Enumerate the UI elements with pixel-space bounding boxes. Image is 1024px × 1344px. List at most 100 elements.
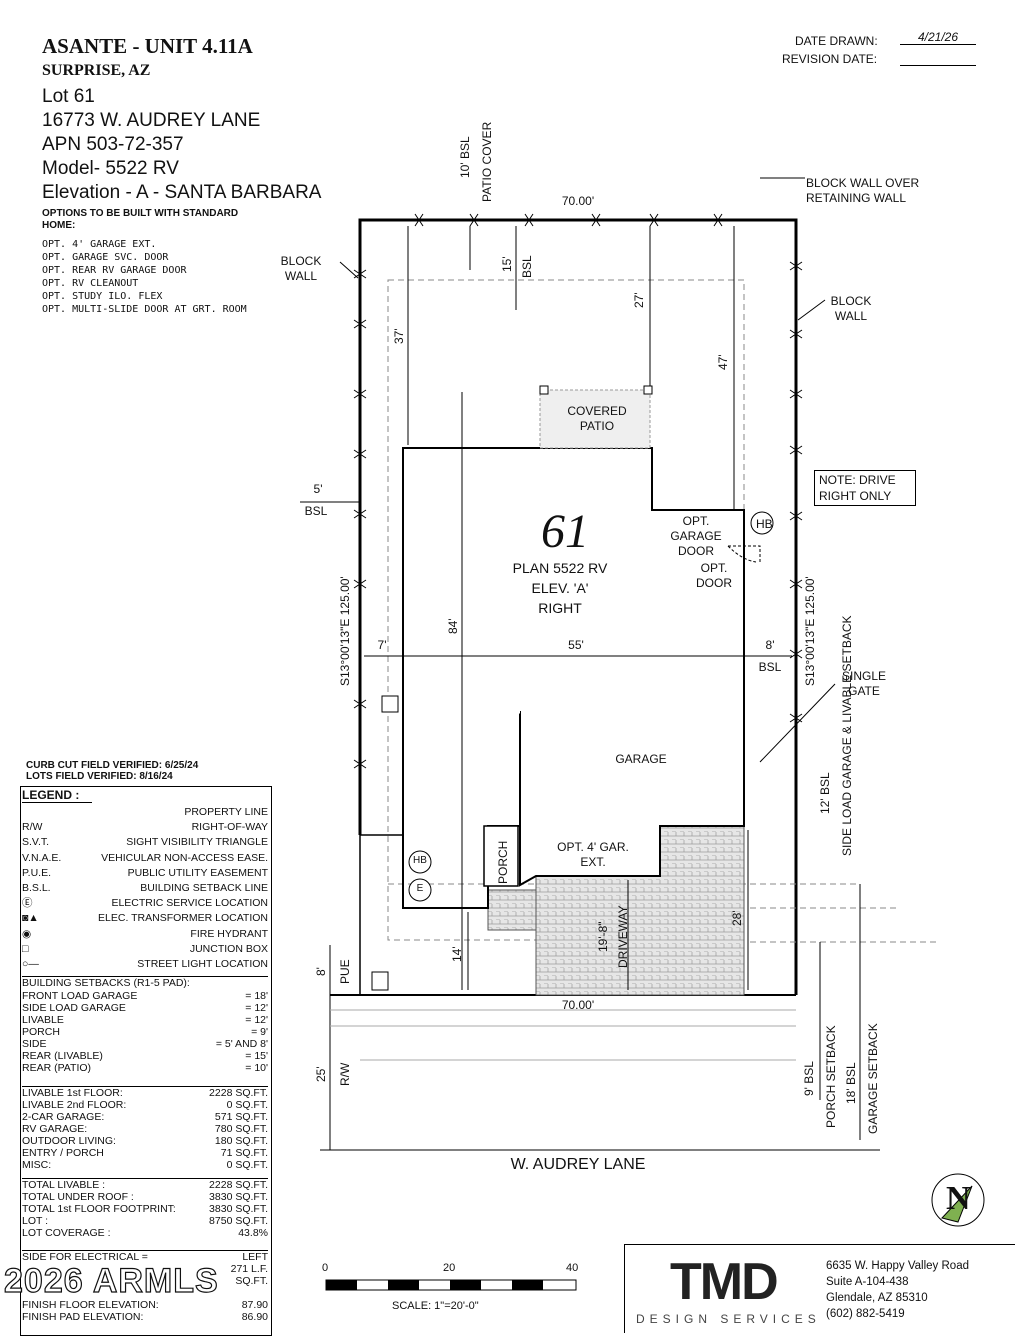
dim-rw-25: 25'	[314, 1066, 328, 1082]
areas-table: LIVABLE 1st FLOOR:2228 SQ.FT. LIVABLE 2n…	[22, 1086, 268, 1171]
porch	[483, 825, 519, 887]
table-row: SIDE= 5' AND 8'	[22, 1038, 268, 1050]
table-row: FINISH FLOOR ELEVATION:87.90	[22, 1299, 268, 1311]
table-row: LIVABLE 2nd FLOOR:0 SQ.FT.	[22, 1099, 268, 1111]
date-drawn-value: 4/21/26	[900, 30, 976, 45]
table-row: LIVABLE= 12'	[22, 1014, 268, 1026]
scale-tick: 40	[566, 1262, 579, 1274]
leader-single-gate	[759, 683, 836, 763]
table-row: MISC:0 SQ.FT.	[22, 1159, 268, 1171]
totals-table: TOTAL LIVABLE :2228 SQ.FT. TOTAL UNDER R…	[22, 1178, 268, 1239]
dim-18-bsl: 18' BSL	[844, 1062, 858, 1104]
block-wall-left-label: BLOCK WALL	[280, 254, 322, 283]
table-row: REAR (PATIO)= 10'	[22, 1062, 268, 1074]
model: Model- 5522 RV	[42, 158, 179, 179]
project-title: ASANTE - UNIT 4.11A	[42, 34, 253, 58]
transformer-symbol	[381, 695, 399, 713]
table-row: 271 L.F.	[230, 1263, 268, 1275]
block-wall-marks	[353, 213, 803, 769]
legend-row: V.N.A.E.VEHICULAR NON-ACCESS EASE.	[22, 851, 268, 864]
dim-37: 37'	[392, 328, 406, 344]
hb-label: HB	[413, 855, 427, 866]
dim-5-bsl: BSL	[304, 504, 328, 518]
scale-tick: 20	[443, 1262, 456, 1274]
covered-patio	[539, 389, 651, 449]
option-item: OPT. STUDY ILO. FLEX	[42, 291, 163, 302]
north-arrow-letter: N	[946, 1180, 971, 1217]
opt-door-label: OPT. DOOR	[696, 561, 732, 590]
address-line: Glendale, AZ 85310	[826, 1292, 928, 1304]
company-address: 6635 W. Happy Valley Road Suite A-104-43…	[826, 1258, 969, 1322]
plan-name: PLAN 5522 RV	[512, 560, 608, 576]
opt-gar-ext-label: OPT. 4' GAR. EXT.	[557, 840, 629, 869]
address-line: 6635 W. Happy Valley Road	[826, 1260, 969, 1272]
e-label: E	[416, 883, 424, 894]
address-line: (602) 882-5419	[826, 1308, 905, 1320]
table-row: LIVABLE 1st FLOOR:2228 SQ.FT.	[22, 1087, 268, 1099]
revision-date-label: REVISION DATE:	[782, 52, 878, 66]
elevation: Elevation - A - SANTA BARBARA	[42, 182, 322, 203]
note-drive-box: NOTE: DRIVE RIGHT ONLY	[814, 470, 916, 506]
legend-row: ◙▲ELEC. TRANSFORMER LOCATION	[22, 912, 268, 925]
electrical-table: SIDE FOR ELECTRICAL =LEFT 271 L.F. SQ.FT…	[22, 1250, 268, 1323]
dim-pue: PUE	[338, 959, 352, 984]
legend-row: S.V.T.SIGHT VISIBILITY TRIANGLE	[22, 836, 268, 849]
block-wall-retaining-label: BLOCK WALL OVER RETAINING WALL	[806, 176, 920, 205]
single-gate-label: SINGLE GATE	[841, 669, 886, 698]
dim-28: 28'	[730, 910, 744, 926]
dim-top: 70.00'	[561, 194, 595, 208]
opt-garage-door-label: OPT. GARAGE DOOR	[670, 514, 722, 558]
dim-bottom: 70.00'	[561, 998, 595, 1012]
dim-rear-bsl-label: BSL	[520, 255, 534, 278]
electric-service-symbol	[408, 878, 432, 902]
junction-box-symbol	[371, 971, 389, 991]
north-arrow	[931, 1173, 985, 1227]
dim-55: 55'	[568, 638, 584, 652]
table-row: SIDE FOR ELECTRICAL =LEFT	[22, 1251, 268, 1263]
curb-cut-note: CURB CUT FIELD VERIFIED: 6/25/24	[26, 760, 199, 771]
setbacks-table: BUILDING SETBACKS (R1-5 PAD): FRONT LOAD…	[22, 976, 268, 1074]
legend-row: B.S.L.BUILDING SETBACK LINE	[22, 881, 268, 894]
porch-pavers	[487, 889, 537, 931]
legend-row: □JUNCTION BOX	[22, 942, 268, 955]
driveway-label: DRIVEWAY	[616, 905, 630, 968]
legend-row: PROPERTY LINE	[184, 806, 268, 818]
dim-right-side: S13°00'13"E 125.00'	[803, 576, 817, 686]
street-address: 16773 W. AUDREY LANE	[42, 110, 261, 131]
dim-8-bsl: BSL	[758, 660, 782, 674]
dim-rw: R/W	[338, 1062, 352, 1086]
dim-5: 5'	[313, 482, 323, 496]
legend-row: ◉FIRE HYDRANT	[22, 927, 268, 940]
option-item: OPT. MULTI-SLIDE DOOR AT GRT. ROOM	[42, 304, 247, 315]
opt-door-swing	[727, 545, 761, 563]
project-city: SURPRISE, AZ	[42, 62, 151, 79]
table-row: LOT COVERAGE :43.8%	[22, 1227, 268, 1239]
info-panel-frame	[20, 786, 272, 1336]
title-block-frame	[624, 1244, 1015, 1333]
company-subtitle: DESIGN SERVICES	[636, 1312, 821, 1326]
porch-label: PORCH	[496, 840, 510, 884]
dim-14: 14'	[450, 946, 464, 962]
table-row: TOTAL LIVABLE :2228 SQ.FT.	[22, 1179, 268, 1191]
garage-label: GARAGE	[615, 752, 667, 766]
options-list: OPT. 4' GARAGE EXT. OPT. GARAGE SVC. DOO…	[42, 238, 247, 316]
watermark: 2026 ARMLS	[3, 1261, 219, 1300]
lot-number-large: 61	[541, 505, 589, 558]
plan-hand: RIGHT	[538, 600, 582, 616]
dim-patio-cover: PATIO COVER	[480, 121, 494, 202]
table-row: SIDE LOAD GARAGE= 12'	[22, 1002, 268, 1014]
table-row: TOTAL 1st FLOOR FOOTPRINT:3830 SQ.FT.	[22, 1203, 268, 1215]
dim-19-8: 19'-8"	[596, 921, 610, 952]
table-row: REAR (LIVABLE)= 15'	[22, 1050, 268, 1062]
option-item: OPT. GARAGE SVC. DOOR	[42, 252, 169, 263]
dim-patio-bsl: 10' BSL	[458, 136, 472, 178]
dim-9-bsl: 9' BSL	[802, 1061, 816, 1096]
side-load-setback-label: SIDE LOAD GARAGE & LIVABLE SETBACK	[840, 615, 854, 856]
dim-84: 84'	[446, 618, 460, 634]
hose-bib-symbol	[408, 850, 432, 874]
street-frontage	[330, 1009, 796, 1061]
table-row: 2-CAR GARAGE:571 SQ.FT.	[22, 1111, 268, 1123]
